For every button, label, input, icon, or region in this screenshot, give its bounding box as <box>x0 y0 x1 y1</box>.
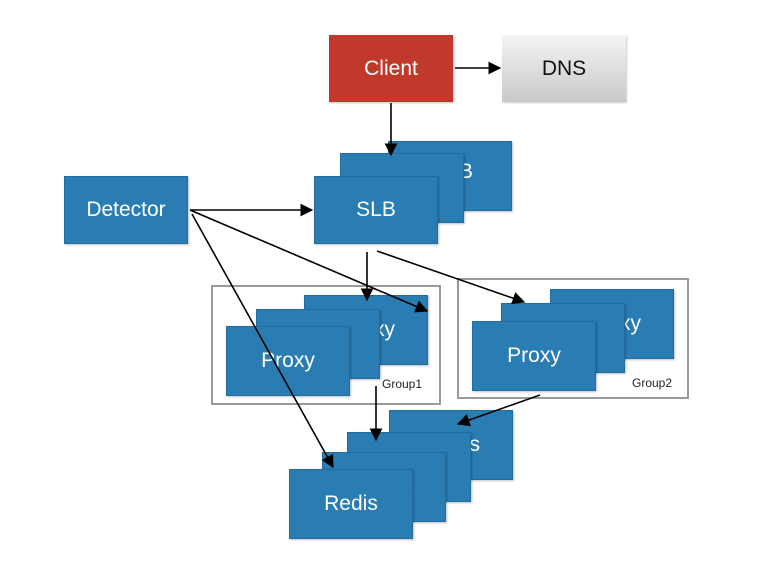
arrow-detector-proxy-group1 <box>189 209 429 313</box>
group1-proxy-front[interactable]: Proxy <box>226 326 350 396</box>
arrow-group2-redis <box>456 394 541 427</box>
dns-label: DNS <box>541 56 587 80</box>
slb-label: SLB <box>356 198 396 221</box>
redis-label: Redis <box>324 492 378 515</box>
group2-frame <box>457 278 689 399</box>
group2-proxy-label: Proxy <box>507 344 561 367</box>
arrow-slb-group2 <box>376 250 526 305</box>
slb-node-front[interactable]: SLB <box>314 176 438 244</box>
dns-node[interactable]: DNS <box>502 35 626 102</box>
client-node[interactable]: Client <box>329 35 453 102</box>
group2-proxy-front[interactable]: Proxy <box>472 321 596 391</box>
arrow-detector-redis <box>191 213 334 469</box>
group1-proxy-label: Proxy <box>261 349 315 372</box>
group1-label: Group1 <box>382 377 423 391</box>
redis-node-front[interactable]: Redis <box>289 469 413 539</box>
group1-frame <box>211 285 441 405</box>
redis-node-4-label: s <box>469 433 481 456</box>
client-label: Client <box>364 56 418 80</box>
detector-label: Detector <box>86 198 166 221</box>
group2-proxy-back-label: xy <box>620 312 641 335</box>
group2-label: Group2 <box>632 376 673 390</box>
detector-node[interactable]: Detector <box>64 176 188 244</box>
